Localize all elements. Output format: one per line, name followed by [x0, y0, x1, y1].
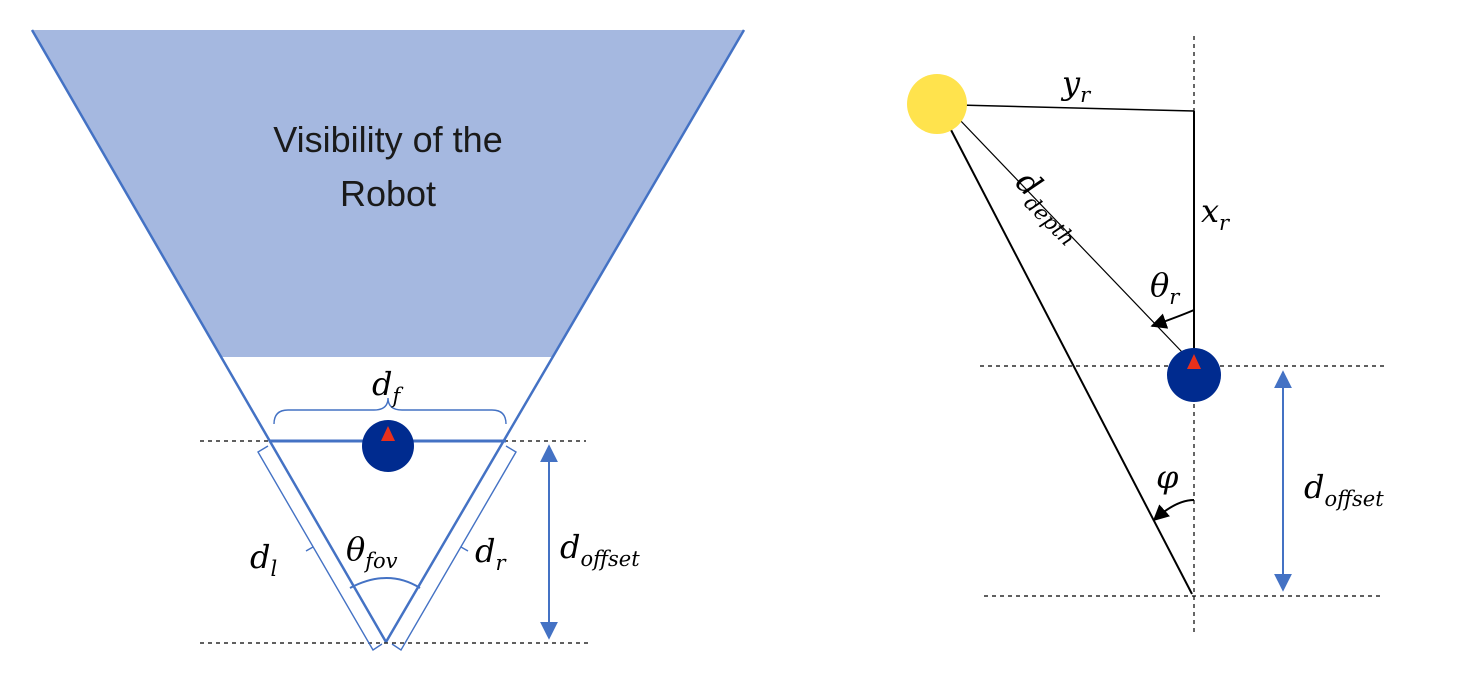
doffset-label: doffset: [1304, 468, 1384, 511]
dr-bracket: [391, 445, 517, 651]
fov-right-edge: [384, 29, 746, 643]
robot-body: [362, 420, 414, 472]
theta-fov-label: θfov: [346, 530, 398, 573]
doffset-label: doffset: [560, 528, 640, 571]
visibility-region: [32, 30, 744, 357]
yr-line: [957, 104, 1195, 112]
visibility-label-line1: Visibility of the: [273, 119, 502, 160]
dl-bracket-tick: [305, 546, 314, 552]
dr-label: dr: [475, 532, 507, 575]
dr-bracket-tick: [460, 546, 469, 552]
robot-body: [1167, 348, 1221, 402]
left-diagram: Visibility of the Robot df dl dr θfov: [30, 29, 746, 651]
phi-angle-arc: [1152, 499, 1195, 522]
target-circle: [907, 74, 967, 134]
base-to-target-line: [949, 127, 1193, 595]
df-brace: [273, 397, 507, 425]
robot-heading-triangle: [1187, 354, 1201, 369]
dl-bracket: [257, 445, 383, 651]
phi-label: φ: [1156, 458, 1179, 496]
theta-r-angle-arc: [1150, 309, 1195, 329]
depth-label: ddepth: [1005, 163, 1093, 251]
df-label: df: [372, 365, 403, 408]
fov-left-edge: [30, 29, 388, 643]
robot-heading-triangle: [381, 426, 395, 441]
xr-label: xr: [1201, 192, 1231, 235]
yr-label: yr: [1060, 64, 1092, 107]
depth-line: [957, 117, 1183, 353]
right-diagram: yr xr ddepth θr φ doffset: [907, 36, 1384, 632]
fov-angle-arc: [349, 577, 421, 589]
dl-label: dl: [250, 538, 277, 581]
visibility-label-line2: Robot: [340, 173, 436, 214]
theta-r-label: θr: [1150, 266, 1181, 309]
